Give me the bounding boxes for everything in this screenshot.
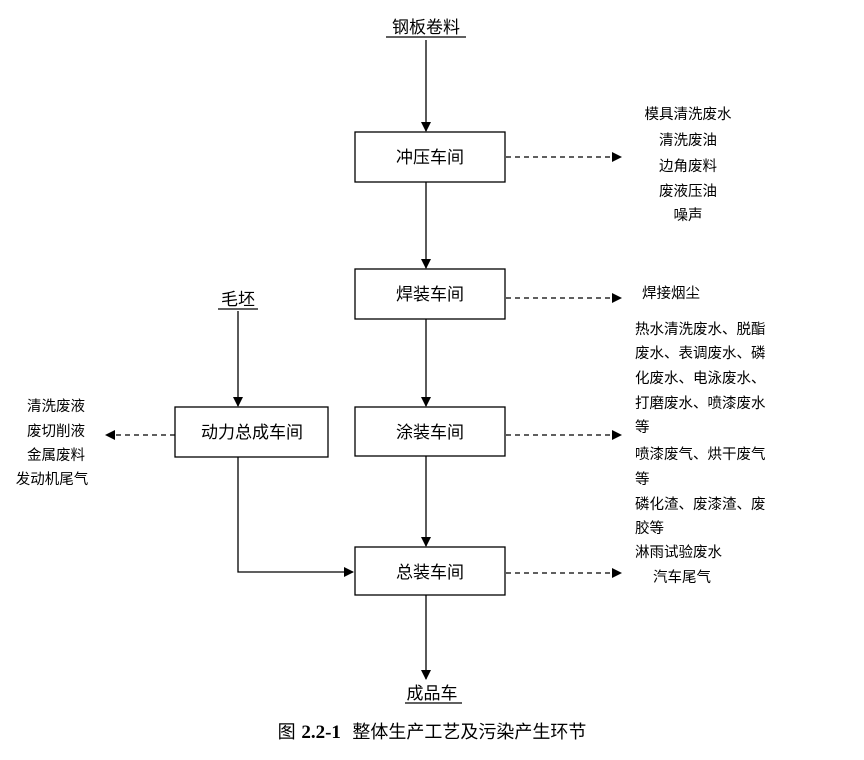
pollutant-line: 热水清洗废水、脱酯: [635, 321, 766, 338]
pollutant-item: 淋雨试验废水: [635, 544, 722, 561]
welding-pollutant-item: 焊接烟尘: [642, 285, 700, 302]
assembly-workshop-label: 总装车间: [396, 563, 464, 583]
assembly-workshop-box: [354, 546, 506, 596]
caption-title: 整体生产工艺及污染产生环节: [352, 722, 587, 743]
pollutant-item: 模具清洗废水: [645, 106, 732, 123]
pollutant-line: 磷化渣、废漆渣、废: [635, 496, 766, 513]
stamping-workshop-box: [354, 131, 506, 183]
pollutant-item: 清洗废液: [27, 398, 85, 415]
pollutant-item: 废切削液: [27, 423, 85, 440]
pollutant-item: 发动机尾气: [16, 471, 89, 488]
powertrain-pollutants-list: 清洗废液 废切削液 金属废料 发动机尾气: [16, 398, 89, 488]
pollutant-item: 清洗废油: [659, 132, 717, 149]
arrow-powertrain-to-assembly: [237, 457, 354, 577]
stamping-workshop-label: 冲压车间: [396, 148, 464, 168]
painting-workshop-label: 涂装车间: [396, 423, 464, 443]
painting-pollutants-list: 热水清洗废水、脱酯 废水、表调废水、磷 化废水、电泳废水、 打磨废水、喷漆废水 …: [635, 321, 766, 537]
input-label: 钢板卷料: [392, 18, 460, 38]
welding-workshop-label: 焊装车间: [396, 285, 464, 305]
pollutant-line: 化废水、电泳废水、: [635, 370, 766, 387]
powertrain-workshop-box: [174, 406, 329, 458]
stamping-pollutants-list: 模具清洗废水 清洗废油 边角废料 废液压油 噪声: [645, 106, 732, 224]
powertrain-workshop-label: 动力总成车间: [201, 423, 303, 443]
pollutant-item: 噪声: [674, 206, 703, 224]
blank-input-label: 毛坯: [221, 290, 255, 310]
pollutant-line: 等: [635, 418, 650, 436]
pollutant-item: 金属废料: [27, 447, 85, 464]
welding-workshop-box: [354, 268, 506, 320]
caption-prefix: 图: [277, 722, 296, 743]
pollutant-line: 废水、表调废水、磷: [635, 345, 766, 362]
figure-caption: 图 2.2-1 整体生产工艺及污染产生环节: [0, 718, 864, 744]
pollutant-line: 打磨废水、喷漆废水: [635, 395, 766, 412]
pollutant-line: 等: [635, 470, 650, 488]
pollutant-item: 汽车尾气: [653, 569, 711, 586]
output-label: 成品车: [407, 684, 458, 704]
caption-number: 2.2-1: [301, 722, 341, 743]
painting-workshop-box: [354, 406, 506, 457]
pollutant-line: 胶等: [635, 519, 664, 537]
pollutant-line: 喷漆废气、烘干废气: [635, 446, 766, 463]
pollutant-item: 废液压油: [659, 183, 717, 200]
assembly-pollutants-list: 淋雨试验废水 汽车尾气: [635, 544, 722, 586]
pollutant-item: 边角废料: [659, 158, 717, 175]
